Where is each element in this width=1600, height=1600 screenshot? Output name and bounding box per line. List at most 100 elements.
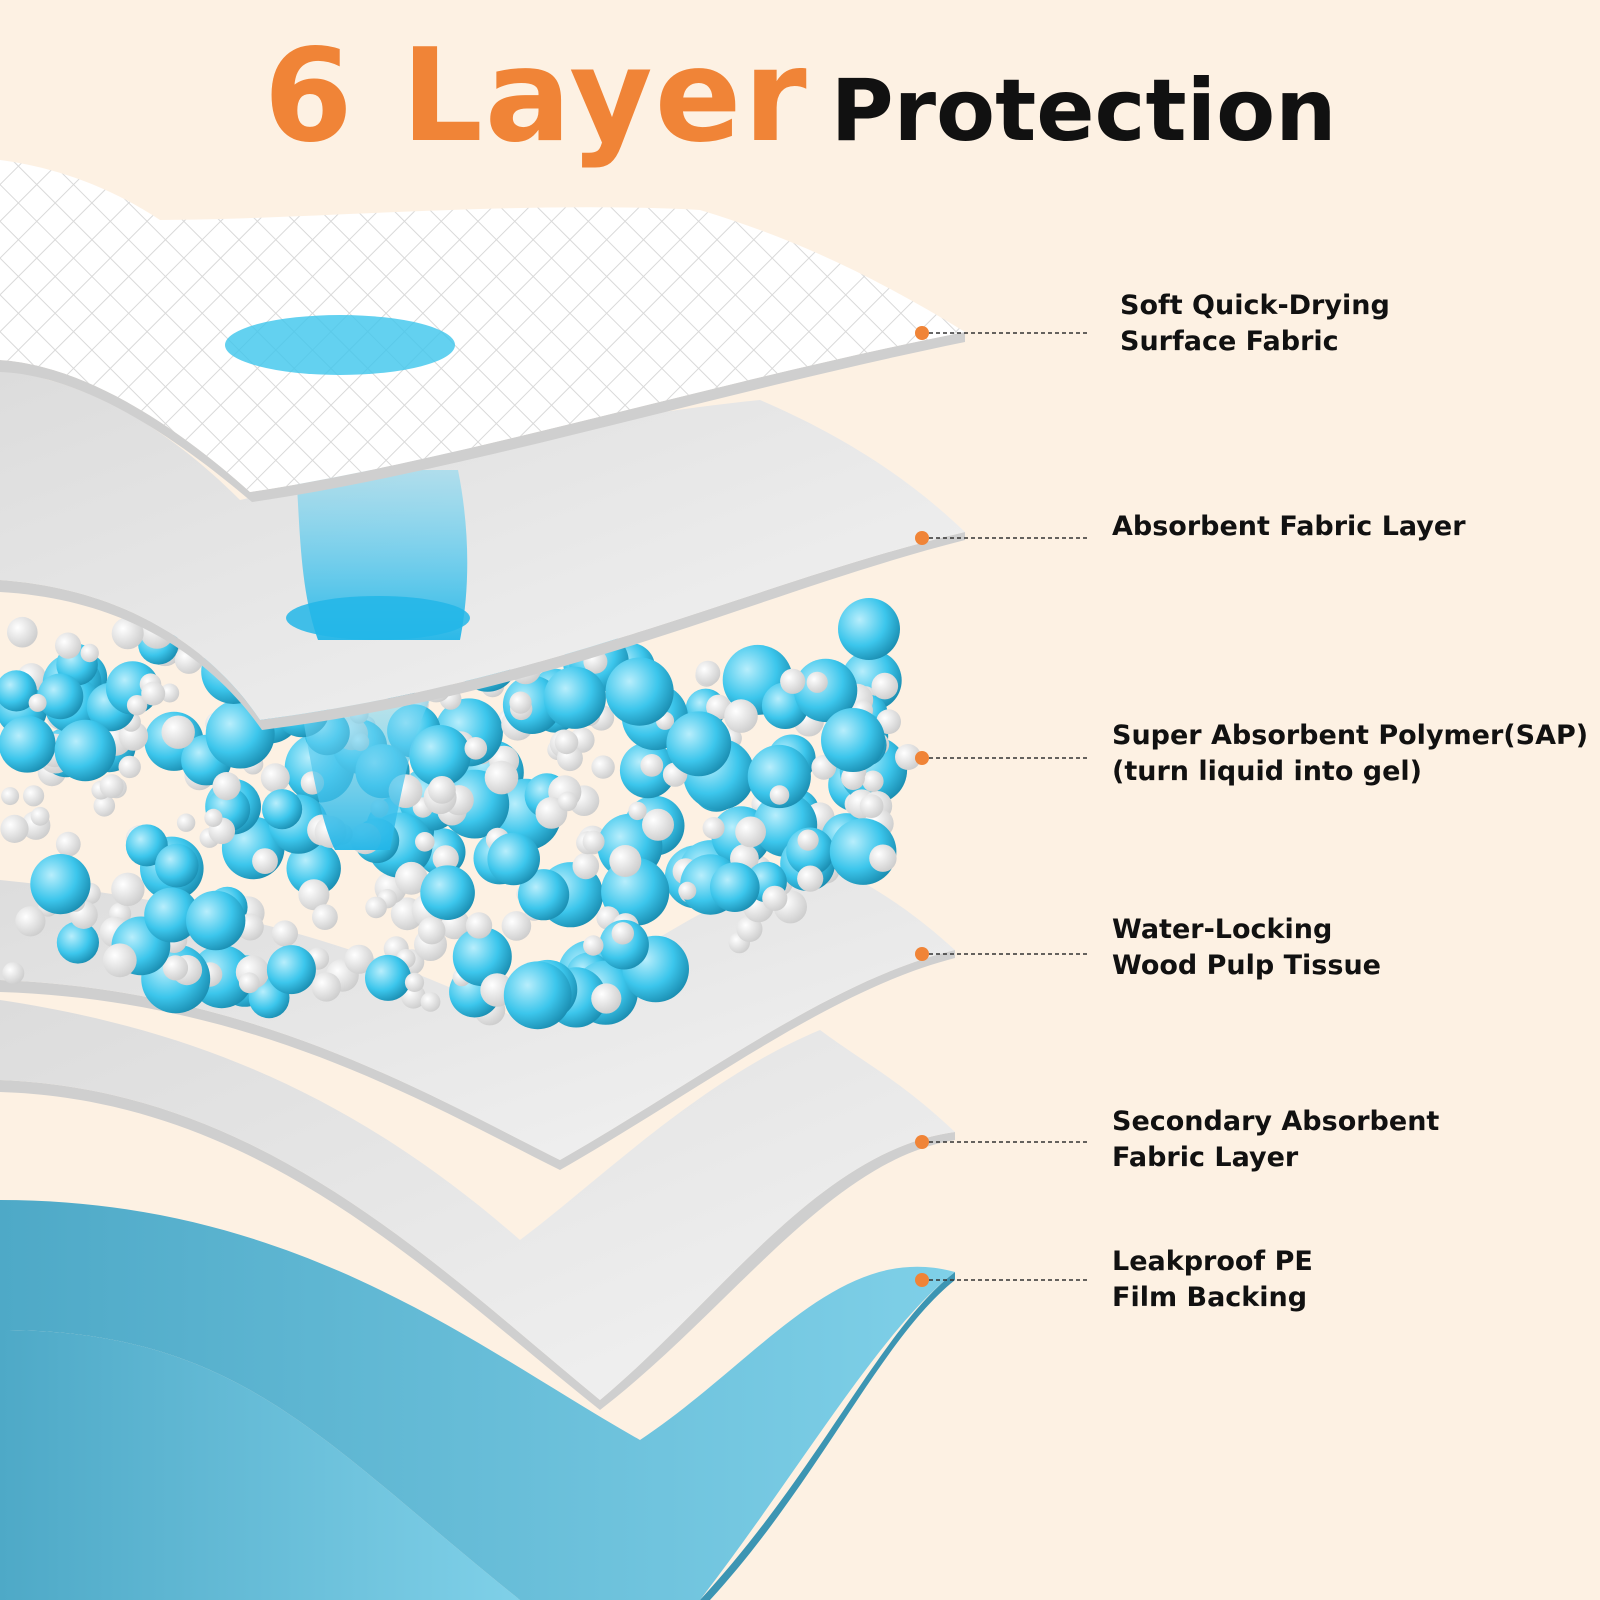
pulp-ball — [871, 672, 899, 700]
label-line: Film Backing — [1112, 1282, 1308, 1313]
pulp-ball — [344, 944, 374, 974]
sap-gel-bead — [30, 854, 91, 915]
sap-gel-bead — [0, 715, 56, 773]
pulp-ball — [93, 795, 116, 817]
label-line: (turn liquid into gel) — [1112, 756, 1423, 787]
pulp-ball — [428, 776, 456, 804]
pulp-ball — [102, 943, 137, 978]
pulp-ball — [311, 972, 341, 1002]
pulp-ball — [15, 906, 46, 937]
pulp-ball — [554, 730, 579, 755]
leader-dot — [915, 531, 929, 545]
pulp-ball — [509, 691, 532, 714]
pulp-ball — [859, 794, 884, 818]
pulp-ball — [176, 813, 196, 832]
surface-fabric-layer-shape — [0, 160, 965, 502]
pe-film-layer-shape — [0, 1200, 955, 1600]
absorbent-layer-shape — [0, 370, 965, 730]
secondary-fabric-layer-shape — [0, 1000, 955, 1410]
pulp-ball — [162, 955, 189, 981]
sap-gel-bead — [56, 921, 99, 964]
pulp-ball — [736, 916, 763, 942]
pulp-ball — [420, 992, 441, 1012]
pulp-ball — [724, 699, 758, 733]
pulp-ball — [404, 972, 425, 993]
pulp-ball — [591, 755, 615, 779]
label-line: Super Absorbent Polymer(SAP) — [1112, 720, 1589, 751]
water-stream-lower — [300, 700, 430, 850]
pulp-ball — [160, 683, 180, 703]
pulp-ball — [111, 617, 144, 650]
pulp-ball — [126, 695, 148, 716]
leader-dot — [915, 326, 929, 340]
pulp-ball — [118, 755, 141, 779]
sap-gel-bead — [186, 890, 246, 951]
sap-gel-bead — [838, 598, 900, 660]
pulp-ball — [141, 681, 166, 706]
pulp-ball — [394, 861, 428, 895]
water-splash — [286, 596, 470, 640]
pulp-ball — [432, 845, 459, 872]
label-leakproof-pe-film-backing: Leakproof PE Film Backing — [1112, 1244, 1313, 1316]
pulp-ball — [161, 715, 195, 749]
title-accent: 6 Layer — [263, 22, 809, 171]
pulp-ball — [465, 912, 493, 939]
sap-gel-bead — [503, 961, 572, 1030]
pulp-ball — [0, 814, 29, 844]
pulp-ball — [591, 983, 622, 1014]
pulp-ball — [6, 616, 38, 648]
pulp-ball — [841, 766, 865, 790]
label-line: Secondary Absorbent — [1112, 1106, 1440, 1137]
pulp-ball — [80, 643, 99, 663]
pulp-ball — [780, 668, 806, 694]
sap-gel-bead — [37, 673, 84, 720]
pulp-ball — [238, 972, 260, 994]
label-absorbent-fabric-layer: Absorbent Fabric Layer — [1112, 509, 1466, 545]
pulp-ball — [869, 844, 897, 872]
title-main: Protection — [830, 61, 1337, 161]
pulp-ball — [99, 774, 124, 799]
leader-dot — [915, 947, 929, 961]
pulp-ball — [28, 693, 47, 712]
pulp-ball — [2, 962, 25, 985]
sap-gel-bead — [605, 657, 674, 726]
pulp-ball — [762, 885, 788, 911]
pulp-ball — [298, 879, 330, 911]
sap-gel-bead — [518, 869, 570, 921]
pulp-ball — [464, 737, 488, 760]
label-line: Fabric Layer — [1112, 1142, 1299, 1173]
sap-gel-bead — [155, 843, 199, 888]
sap-gel-bead — [821, 708, 885, 772]
pulp-ball — [484, 760, 519, 795]
pulp-ball — [501, 911, 532, 941]
sap-gel-bead — [487, 832, 540, 886]
sap-gel-bead — [286, 841, 341, 896]
pulp-ball — [55, 831, 81, 857]
sap-gel-bead — [666, 711, 732, 777]
pulp-ball — [557, 791, 578, 812]
pulp-ball — [611, 922, 634, 945]
pulp-ball — [312, 904, 338, 930]
pulp-ball — [642, 808, 674, 841]
pulp-ball — [415, 832, 435, 852]
water-spill-top — [225, 315, 455, 375]
pulp-ball — [797, 865, 824, 892]
pulp-ball — [640, 754, 664, 777]
sap-gel-bead — [365, 954, 411, 1001]
label-line: Absorbent Fabric Layer — [1112, 511, 1466, 542]
pulp-ball — [204, 808, 223, 828]
pulp-ball — [702, 817, 725, 839]
pulp-ball — [678, 881, 697, 900]
label-line: Surface Fabric — [1120, 326, 1339, 357]
sap-bead-cluster — [0, 598, 921, 1030]
label-line: Leakproof PE — [1112, 1246, 1313, 1277]
pulp-ball — [735, 816, 766, 848]
label-line: Wood Pulp Tissue — [1112, 950, 1381, 981]
water-stream-upper — [296, 470, 468, 640]
leader-lines — [915, 326, 1088, 1287]
